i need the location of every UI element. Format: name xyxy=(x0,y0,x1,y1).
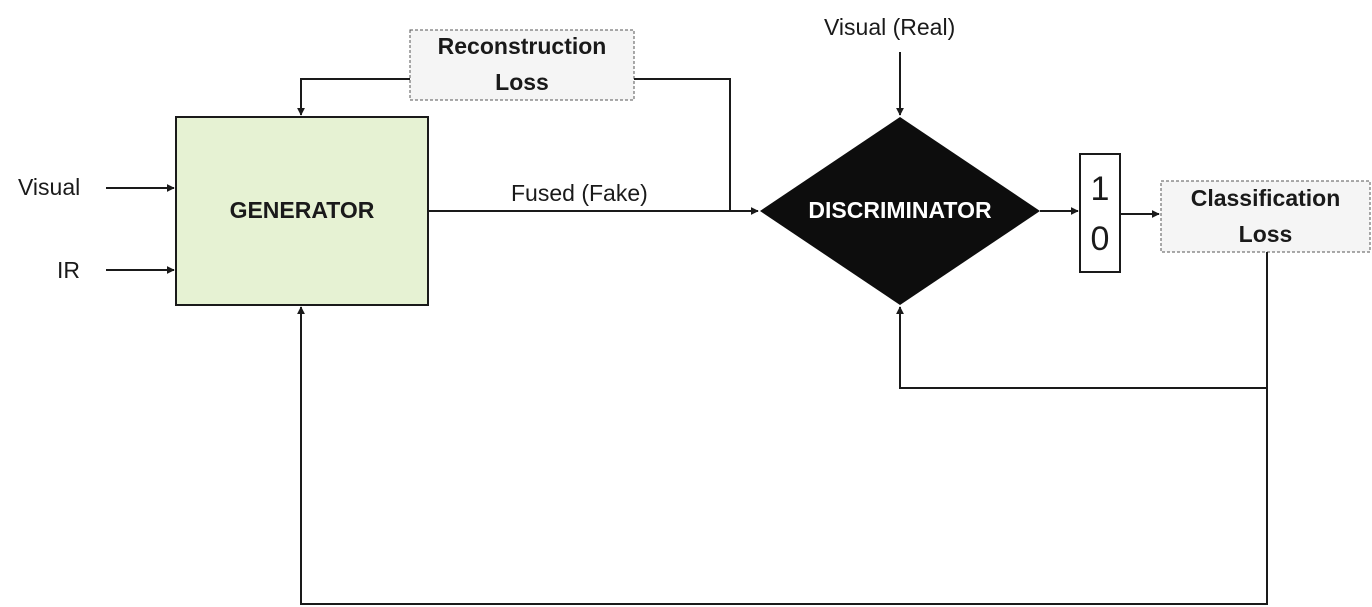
reconstruction-loss-line1: Reconstruction xyxy=(437,33,607,60)
reconstruction-loss-label: Reconstruction Loss xyxy=(410,30,634,100)
visual-input-label: Visual xyxy=(18,174,81,200)
output-value-one: 1 xyxy=(1090,170,1110,208)
generator-box xyxy=(175,116,429,306)
classification-loss-box xyxy=(1160,180,1371,253)
reconstruction-loss-right-connector xyxy=(634,78,731,211)
discriminator-diamond xyxy=(760,117,1040,305)
reconstruction-loss-line2: Loss xyxy=(495,69,549,95)
classification-loss-label: Classification Loss xyxy=(1161,181,1370,252)
generator-label: GENERATOR xyxy=(229,197,375,224)
reconstruction-loss-feedback-arrow xyxy=(297,78,410,116)
reconstruction-loss-box xyxy=(409,29,635,101)
classification-loss-line2: Loss xyxy=(1238,220,1293,247)
discriminator-label: DISCRIMINATOR xyxy=(808,197,992,224)
fused-fake-label: Fused (Fake) xyxy=(511,180,648,206)
output-value-zero: 0 xyxy=(1090,220,1110,258)
ir-input-label: IR xyxy=(57,257,80,283)
classification-loss-line1: Classification xyxy=(1190,184,1341,211)
classification-to-generator-arrow xyxy=(297,306,1268,605)
visual-real-label: Visual (Real) xyxy=(824,14,956,40)
classification-to-discriminator-arrow xyxy=(896,252,1268,389)
